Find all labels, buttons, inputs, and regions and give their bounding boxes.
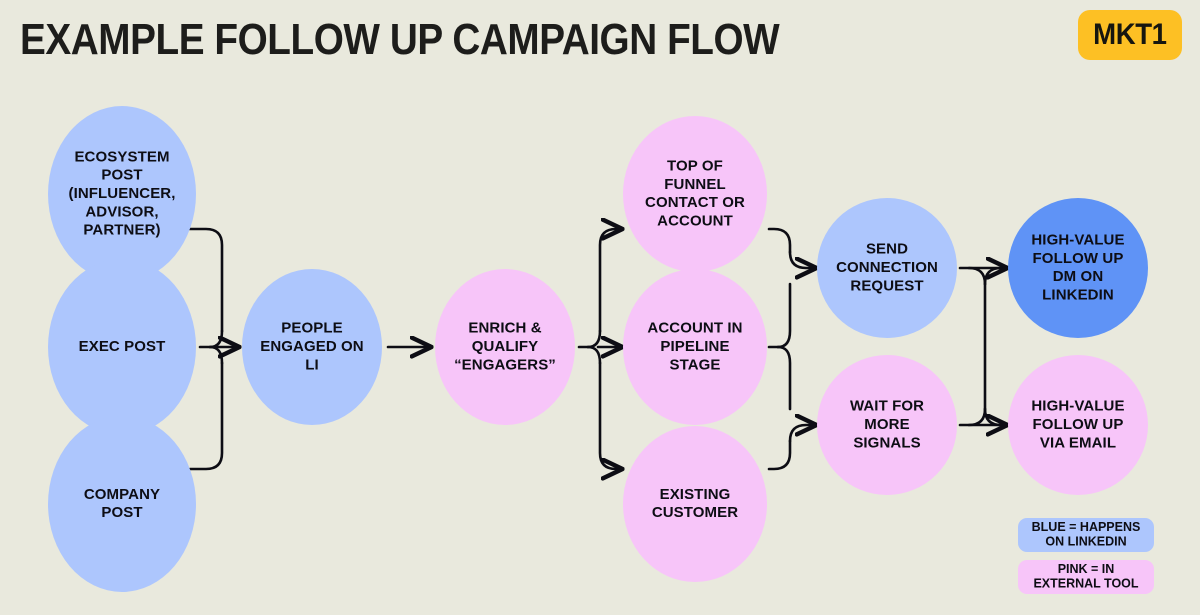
node-label-line: MORE	[864, 416, 909, 433]
node-label-line: PIPELINE	[660, 338, 729, 355]
edge-final-trunk-top-join2	[983, 266, 1003, 286]
legend-label-line: EXTERNAL TOOL	[1033, 577, 1138, 591]
edge-to-send-connection-request	[788, 250, 815, 268]
node-label-line: ACCOUNT IN	[647, 320, 742, 337]
node-enrich-qualify[interactable]: ENRICH &QUALIFY“ENGAGERS”	[435, 269, 575, 425]
node-label-line: FOLLOW UP	[1033, 416, 1124, 433]
edge-account-in-pipeline-down	[776, 345, 792, 411]
node-label-line: EXEC POST	[79, 338, 166, 355]
edge-enrich-qualify-to-top-of-funnel	[598, 229, 621, 333]
node-label-line: REQUEST	[850, 277, 923, 294]
legend-label-line: ON LINKEDIN	[1045, 535, 1126, 549]
node-label-line: “ENGAGERS”	[454, 356, 556, 373]
node-label-line: ACCOUNT	[657, 212, 733, 229]
node-label-line: HIGH-VALUE	[1031, 398, 1124, 415]
edges-layer	[188, 227, 1006, 471]
edge-top-of-funnel-trunk	[767, 227, 792, 254]
page-header: EXAMPLE FOLLOW UP CAMPAIGN FLOW MKT1	[0, 0, 1200, 92]
edge-join-upper	[208, 329, 224, 349]
legend-label-line: PINK = IN	[1058, 562, 1115, 576]
page-title: EXAMPLE FOLLOW UP CAMPAIGN FLOW	[20, 15, 780, 64]
node-label-line: ENGAGED ON	[260, 338, 364, 355]
node-exec-post[interactable]: EXEC POST	[48, 259, 196, 435]
node-label-line: HIGH-VALUE	[1031, 232, 1124, 249]
node-label-line: CONNECTION	[836, 259, 938, 276]
node-label-line: VIA EMAIL	[1040, 434, 1116, 451]
edge-fanout-up-curve	[586, 329, 602, 349]
node-label-line: LI	[305, 356, 319, 373]
node-label-line: PARTNER)	[83, 222, 160, 239]
node-label-line: PEOPLE	[281, 320, 342, 337]
node-label-line: WAIT FOR	[850, 398, 924, 415]
edge-final-trunk-bottom-join	[967, 407, 987, 427]
logo-text: MKT1	[1093, 18, 1167, 51]
edge-join-lower	[208, 345, 224, 365]
node-label-line: (INFLUENCER,	[68, 185, 175, 202]
edge-fanout-down-curve	[586, 345, 602, 365]
edge-final-trunk-top-join	[967, 266, 987, 286]
edge-final-trunk-bottom-join2	[983, 407, 1003, 427]
node-label-line: ENRICH &	[468, 320, 541, 337]
node-label-line: DM ON	[1053, 268, 1104, 285]
mkt1-logo: MKT1	[1078, 10, 1182, 60]
node-label-line: TOP OF	[667, 158, 723, 175]
node-label-line: EXISTING	[660, 486, 731, 503]
node-label-line: ADVISOR,	[85, 203, 158, 220]
edge-ecosystem-post-to-people-engaged	[188, 227, 224, 333]
edge-to-wait-for-more-signals	[788, 425, 815, 443]
node-label-line: LINKEDIN	[1042, 286, 1114, 303]
node-label-line: QUALIFY	[472, 338, 539, 355]
node-label-line: SEND	[866, 241, 908, 258]
node-label-line: STAGE	[669, 356, 720, 373]
edge-enrich-qualify-to-existing-customer	[598, 361, 621, 469]
node-label-line: POST	[101, 167, 142, 184]
node-label-line: CUSTOMER	[652, 504, 738, 521]
node-label-line: FUNNEL	[664, 176, 725, 193]
node-label-line: COMPANY	[84, 486, 160, 503]
edge-account-in-pipeline-up	[776, 282, 792, 349]
nodes-layer: ECOSYSTEMPOST(INFLUENCER,ADVISOR,PARTNER…	[48, 106, 1148, 592]
node-label-line: ECOSYSTEM	[74, 148, 169, 165]
legend-label-line: BLUE = HAPPENS	[1032, 520, 1141, 534]
node-label-line: SIGNALS	[853, 434, 920, 451]
node-ecosystem-post[interactable]: ECOSYSTEM POST(INFLUENCER,ADVISOR, PARTNER…	[48, 106, 196, 282]
node-label-line: POST	[101, 504, 142, 521]
node-label-line: CONTACT OR	[645, 194, 745, 211]
edge-company-post-to-people-engaged	[188, 361, 224, 471]
node-label-line: FOLLOW UP	[1033, 250, 1124, 267]
edge-existing-customer-trunk	[767, 439, 792, 471]
